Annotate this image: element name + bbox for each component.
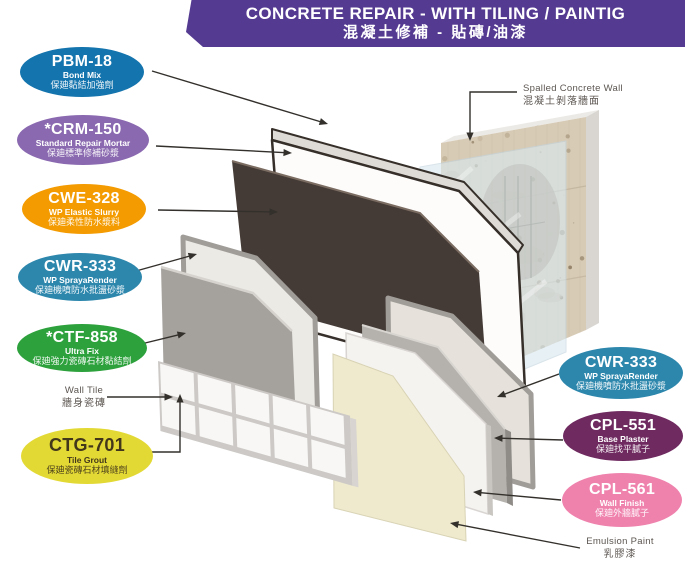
arrow-ctg-701: [150, 394, 184, 453]
badge-name-zh: 保廸機噴防水批盪砂漿: [575, 381, 666, 392]
badge-name-en: Base Plaster: [597, 433, 649, 444]
label-emulsion-paint: Emulsion Paint 乳膠漆: [558, 536, 682, 561]
label-zh: 乳膠漆: [603, 549, 637, 561]
banner-title-en: CONCRETE REPAIR - WITH TILING / PAINTIG: [245, 4, 626, 24]
badge-name-zh: 保廸強力瓷磚石材黏結劑: [32, 356, 132, 367]
badge-ctg-701: CTG-701 Tile Grout 保廸瓷磚石材填縫劑: [21, 428, 153, 484]
tile: [236, 417, 271, 457]
badge-name-zh: 保廸機噴防水批盪砂漿: [34, 285, 125, 296]
title-banner: CONCRETE REPAIR - WITH TILING / PAINTIG …: [186, 0, 685, 47]
label-en: Spalled Concrete Wall: [523, 83, 623, 94]
emulsion-paint-panel: [332, 353, 467, 542]
arrow-ctf-858: [140, 331, 186, 345]
concrete-wall-top-face: [441, 110, 599, 143]
badge-pbm-18: PBM-18 Bond Mix 保廸黏結加強劑: [20, 47, 144, 97]
badge-code: *CTF-858: [46, 328, 118, 346]
label-zh: 牆身瓷磚: [62, 398, 106, 410]
label-en: Emulsion Paint: [586, 536, 654, 547]
badge-name-en: WP SprayaRender: [584, 370, 658, 381]
arrow-pbm-18: [151, 70, 328, 125]
label-spalled-concrete-wall: Spalled Concrete Wall 混凝土剝落牆面: [523, 83, 623, 108]
badge-code: CWR-333: [43, 257, 117, 275]
badge-code: CPL-551: [589, 416, 657, 434]
arrow-wall-tile: [107, 393, 173, 401]
badge-name-en: WP SprayaRender: [43, 274, 117, 285]
badge-name-zh: 保廸找平膩子: [595, 444, 650, 455]
badge-name-en: Standard Repair Mortar: [35, 137, 131, 148]
arrow-emulsion: [450, 521, 581, 549]
tile: [235, 384, 270, 424]
badge-name-zh: 保廸標準修補砂漿: [46, 148, 119, 159]
badge-name-zh: 保廸柔性防水漿料: [47, 217, 120, 228]
arrow-cwr-333-right: [497, 373, 560, 398]
badge-code: CPL-561: [588, 480, 656, 498]
badge-code: CWR-333: [584, 353, 658, 371]
badge-cwr-333-left: CWR-333 WP SprayaRender 保廸機噴防水批盪砂漿: [18, 253, 142, 301]
badge-code: CTG-701: [48, 434, 126, 455]
label-zh: 混凝土剝落牆面: [523, 96, 600, 108]
tile: [310, 406, 345, 445]
banner-title-zh: 混凝土修補 - 貼磚/油漆: [343, 23, 528, 41]
badge-code: PBM-18: [51, 52, 113, 70]
tile: [198, 407, 234, 446]
tile: [273, 428, 309, 468]
badge-name-en: Ultra Fix: [64, 345, 99, 356]
arrow-spalled: [466, 91, 517, 141]
badge-name-en: Tile Grout: [67, 455, 107, 465]
tile: [161, 396, 196, 436]
badge-name-zh: 保廸外牆膩子: [594, 508, 649, 519]
tile: [311, 439, 346, 478]
tile-grid: [158, 361, 359, 488]
badge-name-zh: 保廸黏結加強劑: [50, 80, 114, 91]
tile: [197, 374, 233, 413]
badge-cpl-561: CPL-561 Wall Finish 保廸外牆膩子: [562, 473, 682, 527]
arrow-cpl-561: [473, 489, 562, 501]
arrow-cwe-328: [157, 208, 278, 216]
badge-code: *CRM-150: [44, 120, 122, 138]
badge-name-en: Wall Finish: [599, 497, 645, 508]
badge-code: CWE-328: [48, 189, 120, 207]
concrete-wall-side-face: [586, 110, 599, 330]
arrow-cpl-551: [494, 434, 564, 442]
tile: [160, 363, 195, 403]
arrow-cwr-333-left: [135, 252, 197, 272]
badge-name-en: Bond Mix: [62, 69, 102, 80]
badge-ctf-858: *CTF-858 Ultra Fix 保廸強力瓷磚石材黏結劑: [17, 324, 147, 372]
badge-cpl-551: CPL-551 Base Plaster 保廸找平膩子: [563, 411, 683, 461]
badge-cwr-333-right: CWR-333 WP SprayaRender 保廸機噴防水批盪砂漿: [559, 347, 683, 399]
label-wall-tile: Wall Tile 牆身瓷磚: [38, 385, 130, 410]
badge-crm-150: *CRM-150 Standard Repair Mortar 保廸標準修補砂漿: [17, 115, 149, 165]
badge-name-en: WP Elastic Slurry: [48, 206, 120, 217]
tile: [272, 395, 308, 435]
label-en: Wall Tile: [64, 385, 104, 396]
arrow-crm-150: [155, 145, 292, 157]
badge-name-zh: 保廸瓷磚石材填縫劑: [46, 465, 128, 476]
badge-cwe-328: CWE-328 WP Elastic Slurry 保廸柔性防水漿料: [22, 184, 146, 234]
